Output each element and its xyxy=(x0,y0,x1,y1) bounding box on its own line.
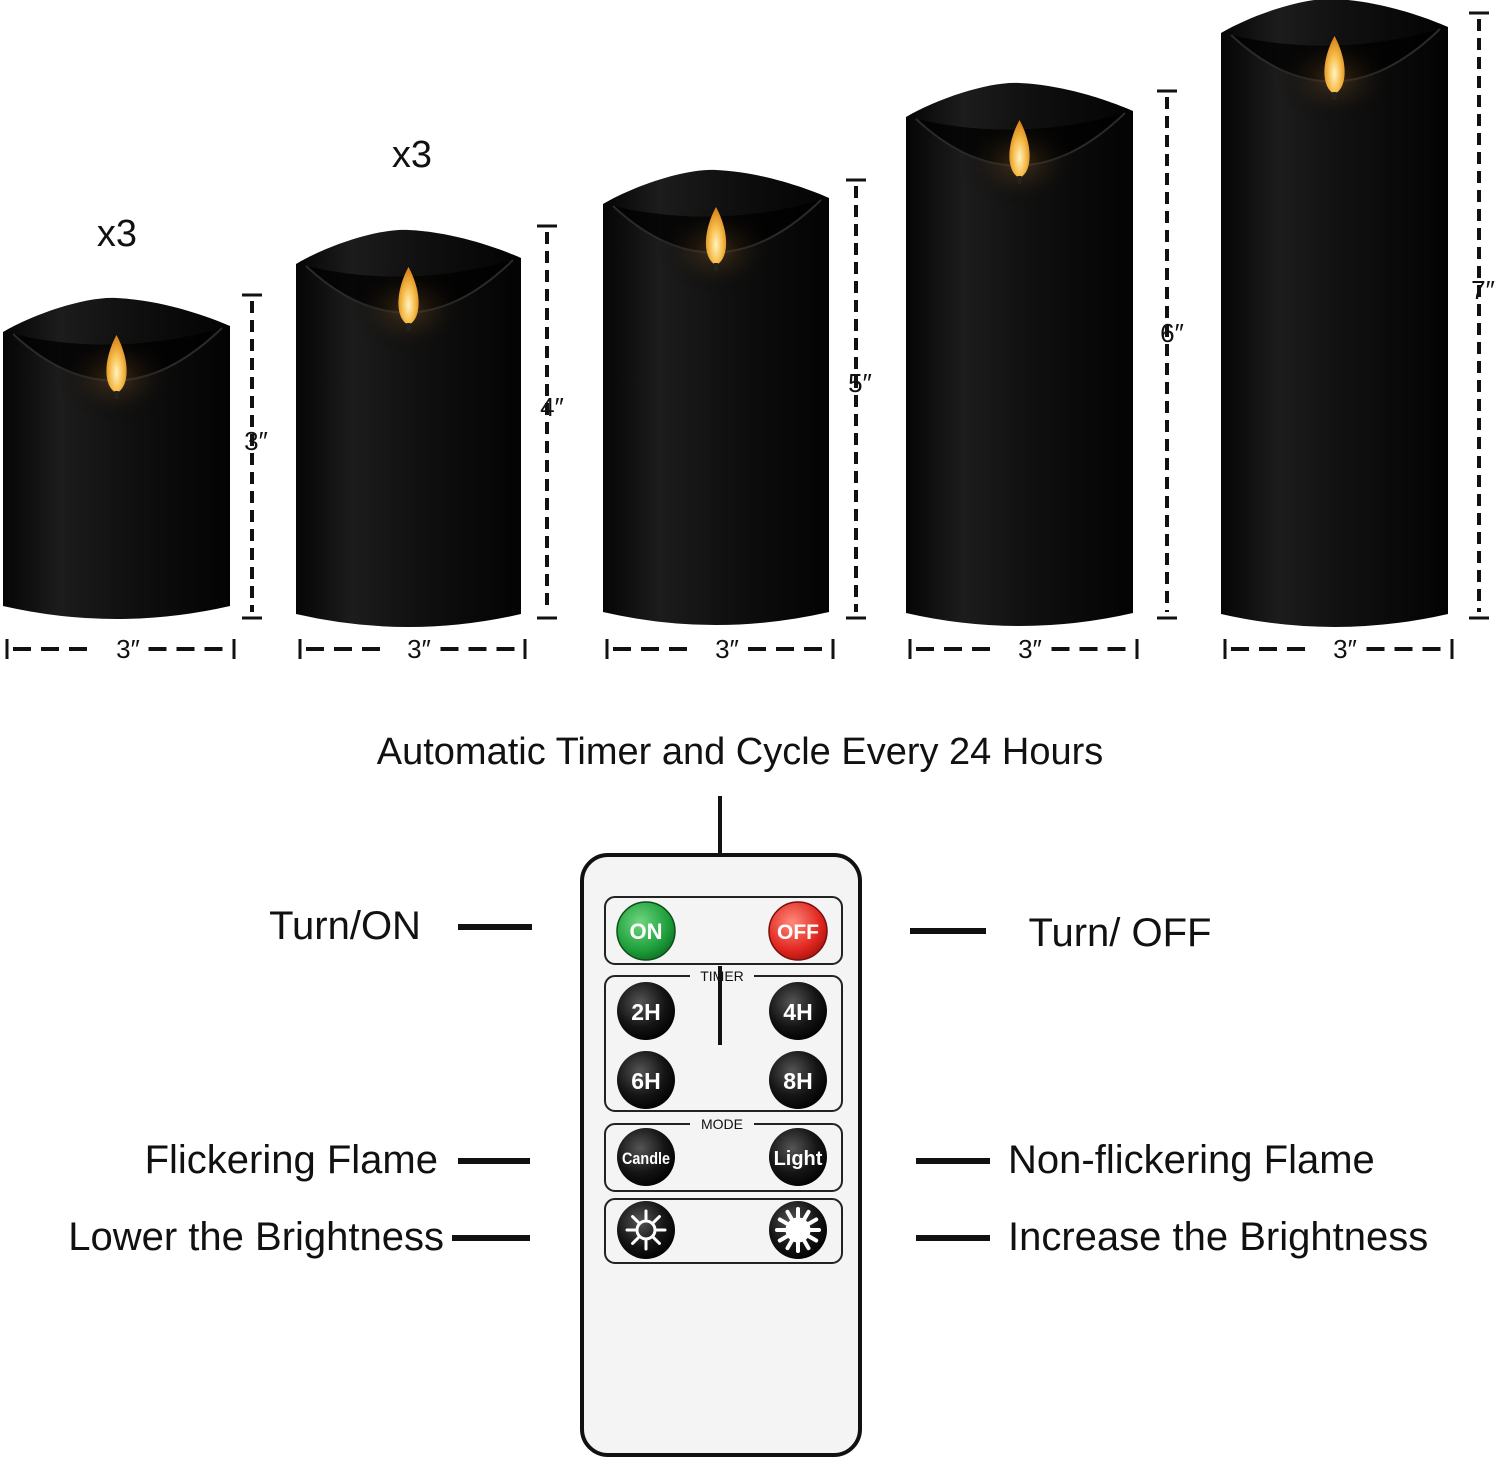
remote-control: ON OFF TIMER 2H 4H 6H 8H MODE xyxy=(580,853,862,1457)
height-label-candle-2: 4″ xyxy=(540,392,564,422)
candle-2 xyxy=(296,229,521,627)
height-label-candle-5: 7″ xyxy=(1471,275,1495,305)
callout-increase-brightness: Increase the Brightness xyxy=(1008,1215,1428,1259)
flame-icon xyxy=(398,267,419,325)
on-button[interactable]: ON xyxy=(616,901,676,961)
brighten-button[interactable] xyxy=(769,1201,827,1259)
flame-icon xyxy=(1009,120,1030,178)
sun-ray xyxy=(652,1236,661,1245)
wick xyxy=(114,391,119,399)
sun-core xyxy=(785,1217,811,1243)
sun-ray xyxy=(652,1215,661,1224)
callout-turn-off: Turn/ OFF xyxy=(1029,911,1212,955)
timer-6h-label: 6H xyxy=(631,1068,660,1094)
candle-3 xyxy=(603,169,829,625)
off-button-label: OFF xyxy=(777,921,819,944)
sun-core xyxy=(635,1219,657,1241)
mode-section-label: MODE xyxy=(701,1116,743,1132)
candle-5 xyxy=(1221,0,1448,627)
quantity-label-candle-1: x3 xyxy=(97,213,137,255)
dim-button[interactable] xyxy=(617,1201,675,1259)
timer-8h-button[interactable]: 8H xyxy=(769,1051,827,1109)
candle-body xyxy=(603,169,829,625)
candle-1 xyxy=(3,297,230,619)
wick xyxy=(406,323,411,331)
timer-caption: Automatic Timer and Cycle Every 24 Hours xyxy=(377,731,1104,773)
timer-6h-button[interactable]: 6H xyxy=(617,1051,675,1109)
candle-mode-label: Candle xyxy=(622,1149,670,1168)
power-group-frame xyxy=(604,896,843,965)
timer-2h-label: 2H xyxy=(631,999,660,1025)
flame-icon xyxy=(1324,36,1345,94)
candle-mode-button[interactable]: Candle xyxy=(617,1128,675,1186)
timer-2h-button[interactable]: 2H xyxy=(617,982,675,1040)
height-label-candle-1: 3″ xyxy=(244,426,268,456)
sun-filled-icon xyxy=(775,1207,821,1253)
callout-lower-brightness: Lower the Brightness xyxy=(68,1215,444,1259)
sun-outline-icon xyxy=(625,1209,667,1251)
on-button-label: ON xyxy=(630,919,663,944)
height-label-candle-4: 6″ xyxy=(1160,318,1184,348)
light-mode-button[interactable]: Light xyxy=(769,1128,827,1186)
timer-4h-button[interactable]: 4H xyxy=(769,982,827,1040)
wick xyxy=(1332,92,1337,100)
quantity-label-candle-2: x3 xyxy=(392,134,432,176)
off-button[interactable]: OFF xyxy=(768,901,828,961)
width-label-candle-2: 3″ xyxy=(407,634,431,664)
sun-ray xyxy=(631,1236,640,1245)
candle-body xyxy=(1221,0,1448,627)
wick xyxy=(714,263,718,271)
callout-turn-on: Turn/ON xyxy=(269,904,421,948)
width-label-candle-4: 3″ xyxy=(1018,634,1042,664)
wick xyxy=(1017,176,1022,184)
timer-8h-label: 8H xyxy=(783,1068,812,1094)
flame-icon xyxy=(705,207,727,265)
timer-4h-label: 4H xyxy=(783,999,812,1025)
callout-flickering-flame: Flickering Flame xyxy=(145,1138,438,1182)
brightness-group-frame xyxy=(604,1198,843,1264)
candle-4 xyxy=(906,82,1133,626)
candle-set xyxy=(3,0,1489,659)
width-label-candle-1: 3″ xyxy=(116,634,140,664)
callout-non-flickering-flame: Non-flickering Flame xyxy=(1008,1138,1375,1182)
height-label-candle-3: 5″ xyxy=(848,368,872,398)
flame-icon xyxy=(106,335,127,393)
light-mode-label: Light xyxy=(774,1148,823,1170)
candle-body xyxy=(296,229,521,627)
sun-ray xyxy=(631,1215,640,1224)
width-label-candle-5: 3″ xyxy=(1333,634,1357,664)
candle-body xyxy=(906,82,1133,626)
width-label-candle-3: 3″ xyxy=(715,634,739,664)
